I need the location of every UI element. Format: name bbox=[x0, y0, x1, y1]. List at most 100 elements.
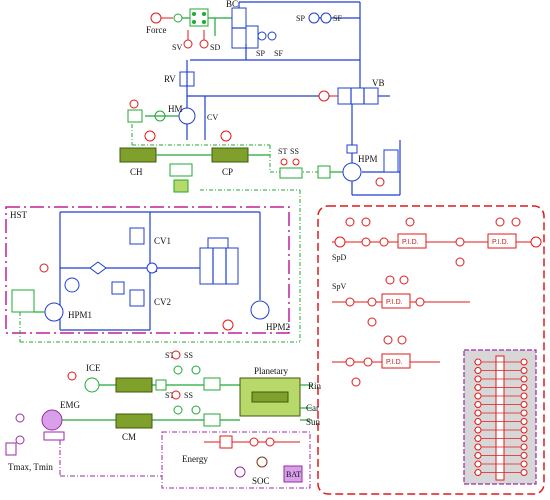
vb-valve-icon bbox=[337, 87, 379, 105]
sf-top-label: SF bbox=[333, 14, 342, 23]
rv-hm-group: RV HM CV bbox=[127, 60, 330, 146]
bus-input-port bbox=[474, 418, 482, 425]
bus-input-port bbox=[474, 460, 482, 468]
hpm2-label: HPM2 bbox=[266, 322, 290, 332]
bus-output-port bbox=[520, 435, 528, 442]
bus-output-port bbox=[520, 358, 528, 366]
bus-input-port bbox=[474, 469, 482, 476]
ice-engine-icon bbox=[84, 377, 100, 393]
cm-label: CM bbox=[122, 432, 136, 442]
bus-input-port bbox=[474, 435, 482, 442]
hpm1-pump-icon bbox=[44, 302, 64, 322]
bus-input-port bbox=[474, 443, 482, 451]
bus-output-port bbox=[520, 367, 528, 374]
bus-output-port bbox=[520, 409, 528, 417]
bus-output-port bbox=[520, 392, 528, 400]
bus-input-port bbox=[474, 367, 482, 374]
bus-input-port bbox=[474, 358, 482, 366]
bus-input-port bbox=[474, 452, 482, 459]
spd-label: SpD bbox=[332, 253, 346, 262]
cp-label: CP bbox=[222, 167, 233, 177]
controller-row-2: SpV P.I.D. bbox=[332, 275, 470, 327]
powertrain-group: ICE ST SS EMG CM ST SS Tmax, Tmin bbox=[5, 350, 240, 472]
ice-label: ICE bbox=[86, 363, 101, 373]
soc-label: SOC bbox=[252, 476, 270, 486]
hst-directional-valve-icon bbox=[199, 247, 239, 285]
emg-motor-icon bbox=[41, 409, 63, 431]
hpm2-pump-icon bbox=[250, 300, 270, 320]
bus-output-port bbox=[520, 452, 528, 459]
hpm1-label: HPM1 bbox=[68, 310, 92, 320]
bus-output-port bbox=[520, 469, 528, 476]
energy-group: Energy SOC BAT bbox=[59, 431, 311, 489]
st-low2-label: ST bbox=[165, 391, 174, 400]
cp-clutch-icon bbox=[211, 147, 249, 163]
pid-2-label: P.I.D. bbox=[492, 239, 509, 246]
hm-label: HM bbox=[168, 104, 183, 114]
hst-circuit: CV1 CV2 Ch HPM1 HPM2 bbox=[11, 189, 301, 343]
force-label: Force bbox=[146, 25, 167, 35]
ss-low2-label: SS bbox=[184, 391, 193, 400]
cv1-label: CV1 bbox=[154, 236, 171, 246]
hpm-group: ST SS HPM bbox=[278, 100, 401, 196]
controller-row-1: SpD P.I.D. P.I.D. bbox=[332, 217, 542, 267]
tmax-label: Tmax, Tmin bbox=[8, 462, 53, 472]
bus-output-port bbox=[520, 443, 528, 451]
vb-label: VB bbox=[372, 78, 385, 88]
bus-output-port bbox=[520, 401, 528, 408]
pid-3-label: P.I.D. bbox=[386, 299, 403, 306]
ss-top-label: SS bbox=[290, 147, 299, 156]
st-top-label: ST bbox=[278, 147, 287, 156]
ch-label: CH bbox=[130, 167, 143, 177]
signal-bus-panel bbox=[463, 349, 537, 485]
energy-label: Energy bbox=[182, 454, 208, 464]
sp-mid-label: SP bbox=[256, 49, 265, 58]
bus-input-port bbox=[474, 409, 482, 417]
bus-output-port bbox=[520, 384, 528, 391]
sd-label: SD bbox=[210, 43, 220, 52]
controller-row-3: P.I.D. bbox=[332, 335, 440, 387]
emg-label: EMG bbox=[60, 400, 81, 410]
bus-output-port bbox=[520, 460, 528, 468]
battery-icon bbox=[283, 465, 303, 483]
sun-label: Sun bbox=[306, 417, 321, 427]
cv-label: CV bbox=[207, 113, 218, 122]
sd-sensor-icon bbox=[199, 39, 209, 49]
bus-input-port bbox=[474, 375, 482, 383]
spv-label: SpV bbox=[332, 282, 346, 291]
planetary-group: Planetary Rin Car Sun bbox=[239, 366, 322, 427]
rin-label: Rin bbox=[308, 381, 322, 391]
hpm-label: HPM bbox=[358, 154, 378, 164]
hst-label: HST bbox=[10, 210, 28, 220]
sv-label: SV bbox=[172, 43, 182, 52]
car-label: Car bbox=[306, 403, 319, 413]
force-sensor-icon bbox=[173, 13, 183, 23]
st-low1-label: ST bbox=[165, 351, 174, 360]
bus-input-port bbox=[474, 426, 482, 434]
ch-clutch-icon bbox=[119, 147, 157, 163]
bus-input-port bbox=[474, 401, 482, 408]
hpm-pump-icon bbox=[342, 162, 362, 182]
bus-input-port bbox=[474, 384, 482, 391]
pid-4-label: P.I.D. bbox=[386, 359, 403, 366]
vb-group: VB bbox=[318, 60, 390, 105]
force-group: SV SD Force bbox=[146, 8, 232, 52]
sv-sensor-icon bbox=[183, 39, 193, 49]
bat-label: BAT bbox=[286, 470, 301, 479]
bus-output-port bbox=[520, 426, 528, 434]
bc-cylinder-group: BC SP SF SP SF bbox=[190, 0, 361, 61]
cv2-label: CV2 bbox=[154, 297, 171, 307]
bus-output-port bbox=[520, 418, 528, 425]
force-source-icon bbox=[150, 12, 162, 24]
sf-mid-label: SF bbox=[274, 49, 283, 58]
sp-top-label: SP bbox=[296, 14, 305, 23]
bus-input-port bbox=[474, 392, 482, 400]
planetary-label: Planetary bbox=[254, 366, 288, 376]
pid-1-label: P.I.D. bbox=[402, 239, 419, 246]
bus-output-port bbox=[520, 375, 528, 383]
hst-frame bbox=[5, 206, 290, 334]
ss-low1-label: SS bbox=[184, 351, 193, 360]
rv-label: RV bbox=[164, 74, 176, 84]
bc-label: BC bbox=[226, 0, 238, 9]
